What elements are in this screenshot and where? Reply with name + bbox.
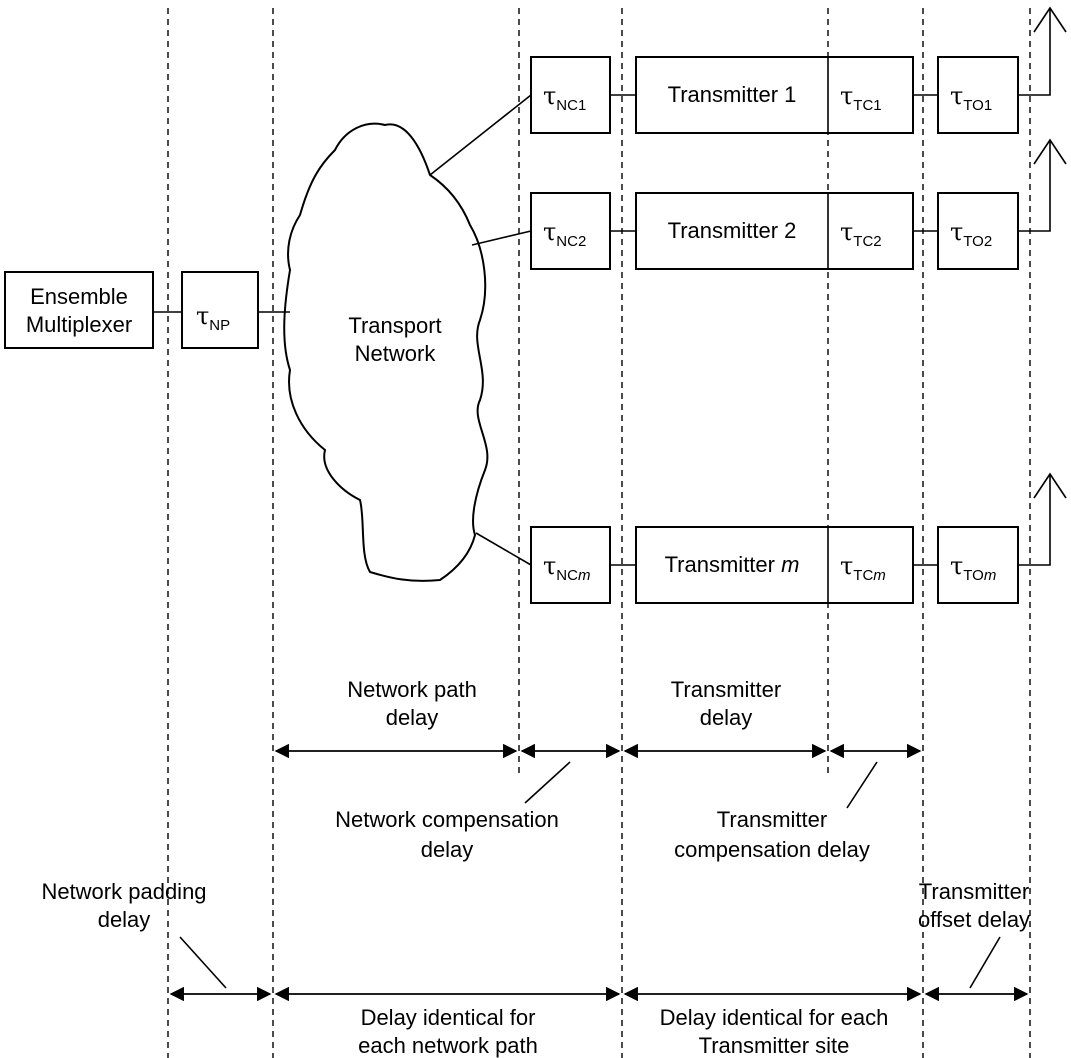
antenna-m-feed: [1018, 474, 1051, 566]
network-compensation-delay-line2: delay: [421, 837, 474, 862]
nc2-delay-label: τNC2: [543, 218, 586, 250]
link-network-nc2: [471, 230, 532, 246]
transport-network-line2: Network: [355, 341, 437, 366]
network-compensation-leader: [524, 761, 571, 804]
transport-network-cloud: [283, 122, 489, 582]
transmitter-row-1: [530, 6, 1067, 134]
ensemble-label-line1: Ensemble: [30, 284, 128, 309]
transmitter-offset-delay-line1: Transmitter: [919, 879, 1029, 904]
nc2-delay-box: [530, 192, 611, 270]
network-padding-leader: [179, 936, 227, 989]
tc2-delay-label: τTC2: [840, 218, 882, 250]
identical-transmitter-site-line2: Transmitter site: [699, 1033, 850, 1058]
transmitter-compensation-delay-line2: compensation delay: [674, 837, 870, 862]
transmitter-delay-line2: delay: [700, 705, 753, 730]
network-path-delay-line2: delay: [386, 705, 439, 730]
antenna-2-feed: [1018, 140, 1051, 232]
tom-delay-label: τTOm: [950, 552, 996, 584]
transmitter-1-label: Transmitter 1: [668, 82, 797, 107]
to1-delay-label: τTO1: [950, 82, 992, 114]
transmitter-2-label: Transmitter 2: [668, 218, 797, 243]
transmitter-offset-leader: [969, 936, 1001, 989]
antenna-2-icon: [1033, 138, 1067, 165]
link-network-ncm: [475, 532, 532, 566]
transmitter-m-box: [635, 526, 914, 604]
network-compensation-delay-line1: Network compensation: [335, 807, 559, 832]
antenna-1-feed: [1018, 8, 1051, 96]
network-path-delay-line1: Network path: [347, 677, 477, 702]
ncm-delay-box: [530, 526, 611, 604]
identical-network-path-line2: each network path: [358, 1033, 538, 1058]
link-network-nc1: [429, 94, 532, 176]
transmitter-row-2: [530, 138, 1067, 270]
transmitter-row-m: [530, 472, 1067, 604]
np-delay-label: τNP: [196, 302, 230, 334]
reference-lines: [167, 8, 1031, 1058]
nc1-delay-box: [530, 56, 611, 134]
nc1-delay-label: τNC1: [543, 82, 586, 114]
tcm-delay-label: τTCm: [840, 552, 886, 584]
tom-delay-box: [937, 526, 1019, 604]
transmitter-m-label: Transmitter m: [665, 552, 800, 577]
network-padding-delay-line2: delay: [98, 907, 151, 932]
to2-delay-box: [937, 192, 1019, 270]
ensemble-multiplexer-box: [4, 271, 154, 349]
transmitter-2-box: [635, 192, 914, 270]
to2-delay-label: τTO2: [950, 218, 992, 250]
np-delay-box: [181, 271, 259, 349]
antenna-m-icon: [1033, 472, 1067, 499]
transmitter-compensation-leader: [846, 761, 878, 809]
transport-network-line1: Transport: [348, 313, 441, 338]
tc1-delay-label: τTC1: [840, 82, 882, 114]
identical-transmitter-site-line1: Delay identical for each: [660, 1005, 889, 1030]
transmitter-offset-delay-line2: offset delay: [918, 907, 1030, 932]
ncm-delay-label: τNCm: [543, 552, 590, 584]
ensemble-label-line2: Multiplexer: [26, 312, 132, 337]
network-padding-delay-line1: Network padding: [41, 879, 206, 904]
transmitter-compensation-delay-line1: Transmitter: [717, 807, 827, 832]
to1-delay-box: [937, 56, 1019, 134]
transmitter-delay-line1: Transmitter: [671, 677, 781, 702]
antenna-1-icon: [1033, 6, 1067, 33]
identical-network-path-line1: Delay identical for: [361, 1005, 536, 1030]
